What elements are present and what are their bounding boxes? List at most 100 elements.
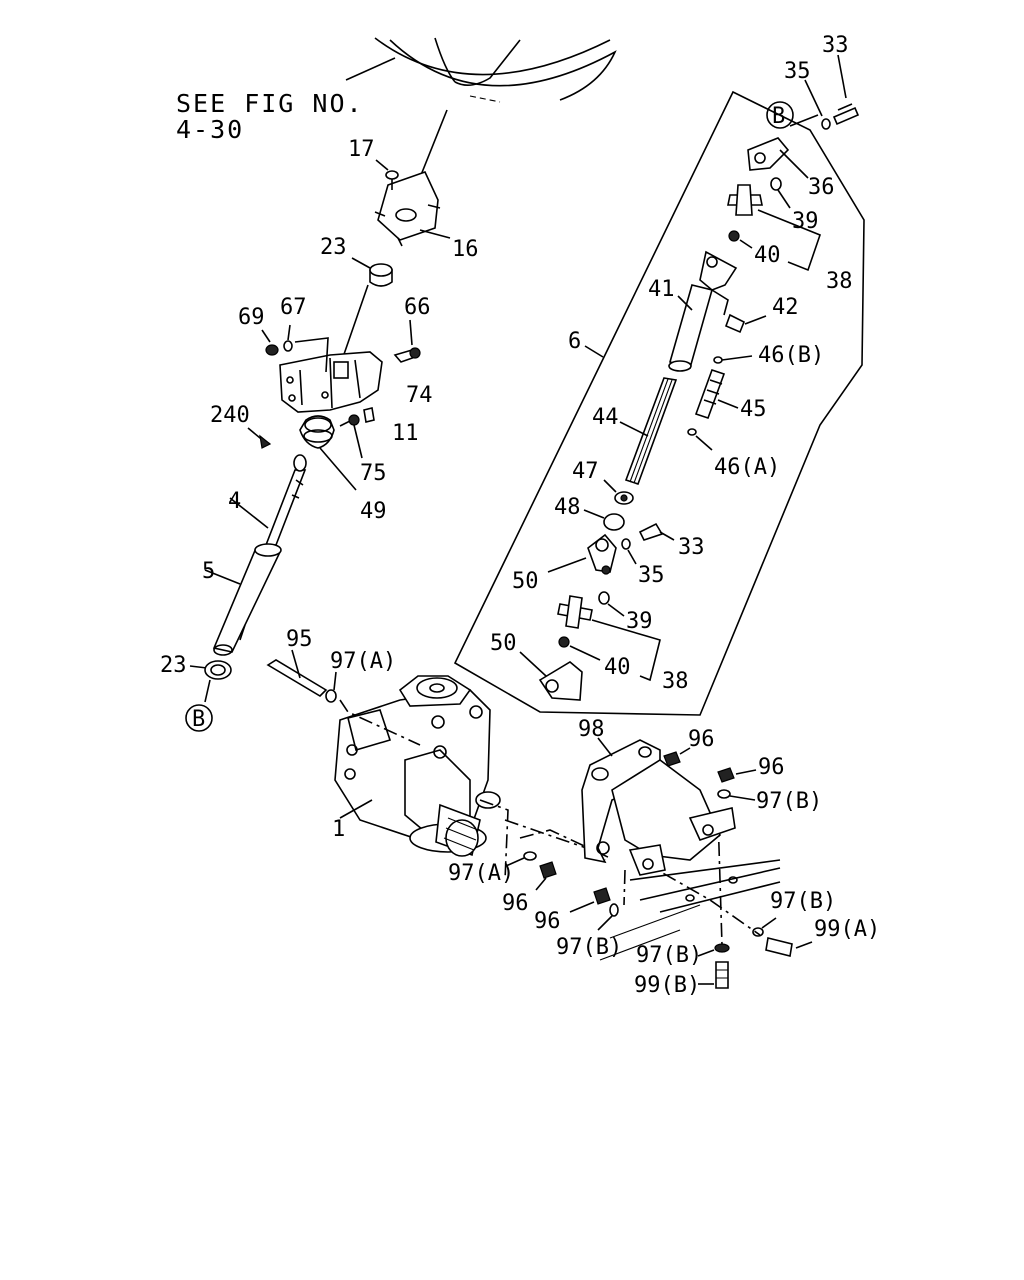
part-96-nut-b (717, 767, 757, 783)
part-99b-bolt (698, 961, 729, 989)
callout-16: 16 (452, 237, 479, 262)
callout-99b: 99(B) (634, 973, 700, 998)
part-41-yoke-shaft (668, 250, 738, 372)
callout-96-b: 96 (758, 755, 785, 780)
part-97b-washer-c (752, 917, 777, 937)
part-5-tube (204, 543, 282, 656)
callout-75: 75 (360, 461, 387, 486)
part-16-bracket (374, 109, 451, 247)
part-97a-washer-bottom (505, 851, 537, 867)
part-45-boot (694, 368, 739, 420)
part-39-snap-ring-bottom (598, 591, 625, 617)
part-66-bolt (393, 319, 421, 363)
callout-67: 67 (280, 295, 307, 320)
callout-49: 49 (360, 499, 387, 524)
callout-74: 74 (406, 383, 433, 408)
part-40-grease-fitting-top (728, 230, 753, 249)
callout-97a-top: 97(A) (330, 649, 396, 674)
part-50-yoke-mid (547, 533, 617, 575)
callout-38-bottom: 38 (662, 669, 689, 694)
callout-39-bottom: 39 (626, 609, 653, 634)
frame-rail (599, 859, 781, 961)
leader-6 (584, 345, 604, 358)
callout-45: 45 (740, 397, 767, 422)
centerline-5 (623, 869, 626, 906)
callout-66: 66 (404, 295, 431, 320)
steering-wheel-part (345, 37, 617, 103)
part-33-bolt-top (832, 54, 860, 126)
part-38-spider-top (727, 184, 822, 272)
callout-33-top: 33 (822, 33, 849, 58)
part-95-bolt (266, 649, 328, 698)
callout-41: 41 (648, 277, 675, 302)
callout-96-d: 96 (534, 909, 561, 934)
callout-48: 48 (554, 495, 581, 520)
part-98-gear-bracket (581, 737, 736, 876)
centerline-1 (339, 699, 421, 746)
callout-99a: 99(A) (814, 917, 880, 942)
part-96-nut-c (535, 861, 557, 891)
part-23-bushing-top (341, 257, 393, 361)
callout-44: 44 (592, 405, 619, 430)
callout-39-top: 39 (792, 209, 819, 234)
callout-95: 95 (286, 627, 313, 652)
callout-33-mid: 33 (678, 535, 705, 560)
callout-38-top: 38 (826, 269, 853, 294)
part-49-bearing (299, 415, 357, 491)
callout-23-top: 23 (320, 235, 347, 260)
part-46a-clamp (687, 428, 713, 451)
part-42-fitting (724, 313, 767, 334)
callout-b-top: B (772, 104, 785, 129)
part-38-spider-bottom (557, 595, 661, 682)
part-50-yoke-bottom (519, 651, 583, 701)
part-44-splined-shaft (619, 377, 678, 486)
part-47-seal (603, 479, 634, 505)
centerline-2 (479, 799, 509, 881)
marker-b-bottom (185, 704, 213, 732)
callout-96-c: 96 (502, 891, 529, 916)
part-74-bracket-assembly (279, 337, 383, 413)
part-35-washer-mid (621, 538, 637, 565)
part-23-bushing-bottom (189, 660, 232, 703)
callout-96-a: 96 (688, 727, 715, 752)
part-97b-washer-a (717, 789, 756, 801)
part-96-nut-d (569, 887, 611, 913)
part-6-assembly-outline (453, 90, 865, 716)
callout-35-mid: 35 (638, 563, 665, 588)
callout-46b: 46(B) (758, 343, 824, 368)
callout-50-mid: 50 (512, 569, 539, 594)
callout-40-top: 40 (754, 243, 781, 268)
callout-97b-b: 97(B) (556, 935, 622, 960)
part-75-bolt (339, 414, 363, 459)
part-48-cap (583, 509, 625, 531)
callout-46a: 46(A) (714, 455, 780, 480)
callout-1: 1 (332, 817, 345, 842)
part-96-nut-a (663, 747, 691, 767)
centerline-7 (639, 859, 761, 936)
callout-5: 5 (202, 559, 215, 584)
callout-40-bottom: 40 (604, 655, 631, 680)
callout-98: 98 (578, 717, 605, 742)
callout-97b-c: 97(B) (770, 889, 836, 914)
reference-text-line2: 4-30 (176, 115, 244, 144)
reference-text-line1: SEE FIG NO. (176, 89, 364, 118)
part-97a-washer-top (325, 671, 337, 703)
part-36-yoke (747, 137, 809, 179)
part-97b-washer-d (697, 943, 730, 957)
callout-17: 17 (348, 137, 375, 162)
callout-97b-d: 97(B) (636, 943, 702, 968)
part-97b-washer-b (597, 903, 619, 931)
part-4-shaft (229, 454, 307, 546)
callout-4: 4 (228, 489, 241, 514)
marker-b-top (766, 101, 819, 129)
part-39-snap-ring-top (770, 177, 791, 209)
callout-42: 42 (772, 295, 799, 320)
callout-36: 36 (808, 175, 835, 200)
callout-23-bottom: 23 (160, 653, 187, 678)
part-1-steering-gear-box (334, 675, 501, 857)
part-11-clip (363, 407, 375, 423)
callout-11: 11 (392, 421, 419, 446)
callout-97b-a: 97(B) (756, 789, 822, 814)
callout-97a-bottom: 97(A) (448, 861, 514, 886)
callout-50-bottom: 50 (490, 631, 517, 656)
